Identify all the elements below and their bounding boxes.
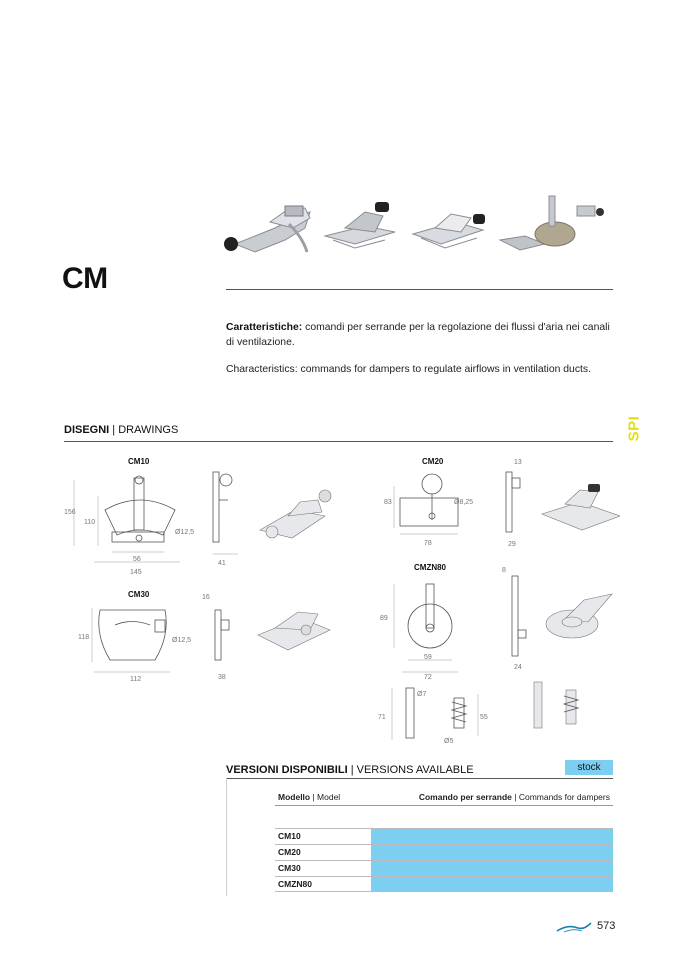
title-divider (226, 289, 613, 290)
row-model: CM30 (278, 863, 301, 873)
cm30-dim-16: 16 (202, 594, 210, 601)
row-availability-cell (371, 829, 613, 844)
cmzn80-dim-diameter-7: Ø7 (417, 691, 426, 698)
side-tab-label: SPI (625, 415, 643, 442)
drawing-cm10-side: 41 (212, 471, 238, 567)
table-body: CM10 CM20 CM30 CMZN80 (275, 828, 613, 892)
product-photo-cm10 (224, 205, 311, 253)
versions-table: Modello | Model Comando per serrande | C… (275, 792, 613, 892)
table-row: CMZN80 (275, 876, 613, 892)
row-availability-cell (371, 861, 613, 876)
row-availability-cell (371, 877, 613, 891)
page-title: CM (62, 262, 108, 295)
table-header: Modello | Model Comando per serrande | C… (275, 792, 613, 806)
description-italian-text: comandi per serrande per la regolazione … (226, 322, 610, 348)
row-availability-cell (371, 845, 613, 860)
drawings-title-bold: DISEGNI (64, 424, 110, 436)
table-row: CM10 (275, 828, 613, 844)
cm30-dim-118: 118 (78, 634, 89, 641)
description-english: Characteristics: commands for dampers to… (226, 362, 618, 377)
description-italian: Caratteristiche: comandi per serrande pe… (226, 320, 618, 350)
drawing-cmzn80-details: 71 Ø7 55 Ø5 (378, 681, 580, 745)
cm20-dim-diameter: Ø8,25 (454, 499, 473, 506)
side-tab: SPI (625, 414, 643, 444)
product-photo-cmzn80 (498, 195, 604, 251)
cmzn80-dim-89: 89 (380, 615, 388, 622)
product-photo-cm20 (323, 202, 396, 249)
drawing-cm30: CM30 118 Ø12,5 112 (78, 590, 191, 683)
cm10-dim-41: 41 (218, 560, 226, 567)
drawing-cmzn80: CMZN80 89 59 72 (380, 563, 458, 681)
cm10-dim-56: 56 (133, 556, 141, 563)
header-commands-rest: | Commands for dampers (511, 792, 610, 802)
cm10-dim-156: 156 (64, 509, 76, 516)
versions-divider (226, 778, 613, 779)
versions-title-rest: | VERSIONS AVAILABLE (347, 764, 474, 776)
cm30-dim-38: 38 (218, 674, 226, 681)
description-english-text: commands for dampers to regulate airflow… (297, 364, 591, 375)
versions-title-bold: VERSIONI DISPONIBILI (226, 764, 348, 776)
drawing-cm20-iso (541, 484, 620, 531)
cm10-dim-110: 110 (84, 519, 95, 526)
cm20-label: CM20 (422, 457, 444, 466)
row-model: CMZN80 (278, 879, 313, 889)
versions-section-title: VERSIONI DISPONIBILI | VERSIONS AVAILABL… (226, 764, 474, 776)
row-model: CM20 (278, 847, 301, 857)
cm10-dim-145: 145 (130, 569, 142, 576)
cm20-dim-29: 29 (508, 541, 516, 548)
drawings-divider (64, 441, 613, 442)
cm30-dim-diameter: Ø12,5 (172, 637, 191, 644)
drawing-cm10: CM10 156 110 Ø12,5 56 145 (64, 457, 194, 576)
drawing-cmzn80-side: 8 24 (502, 567, 527, 671)
drawing-cm30-side: 16 38 (202, 594, 230, 681)
drawings-section-title: DISEGNI | DRAWINGS (64, 424, 178, 436)
table-row: CM20 (275, 844, 613, 860)
cmzn80-dim-72: 72 (424, 674, 432, 681)
table-row: CM30 (275, 860, 613, 876)
drawing-cm30-iso (257, 611, 331, 651)
cmzn80-label: CMZN80 (414, 563, 447, 572)
product-photos (224, 195, 604, 253)
cmzn80-dim-diameter-5: Ø5 (444, 738, 453, 745)
versions-left-divider (226, 778, 227, 896)
description-italian-label: Caratteristiche: (226, 322, 303, 333)
drawings-title-rest: | DRAWINGS (109, 424, 179, 436)
cm20-dim-83: 83 (384, 499, 392, 506)
cmzn80-dim-55: 55 (480, 714, 488, 721)
drawing-cm20: CM20 83 Ø8,25 78 (384, 457, 473, 547)
header-model-bold: Modello (278, 792, 311, 802)
cm20-dim-13: 13 (514, 459, 522, 466)
cm20-dim-78: 78 (424, 540, 432, 547)
brand-logo-icon (556, 922, 592, 933)
stock-badge: stock (565, 760, 613, 775)
header-commands-bold: Comando per serrande (418, 792, 512, 802)
cmzn80-dim-8: 8 (502, 567, 506, 574)
row-model: CM10 (278, 831, 301, 841)
cm10-dim-diameter: Ø12,5 (175, 529, 194, 536)
cm10-label: CM10 (128, 457, 150, 466)
header-model-rest: | Model (310, 792, 341, 802)
technical-drawings: .ln { fill: none; stroke: #555; stroke-w… (64, 457, 620, 745)
description-english-label: Characteristics: (226, 364, 298, 375)
product-photo-cm30 (411, 213, 485, 249)
page-number: 573 (597, 920, 616, 932)
drawing-cm20-side: 13 29 (505, 459, 522, 548)
cmzn80-dim-59: 59 (424, 654, 432, 661)
cmzn80-dim-71: 71 (378, 714, 386, 721)
cm30-label: CM30 (128, 590, 150, 599)
drawing-cm10-iso (259, 489, 332, 539)
header-commands: Comando per serrande | Commands for damp… (419, 792, 610, 805)
cm30-dim-112: 112 (130, 676, 141, 683)
header-model: Modello | Model (278, 792, 340, 805)
drawing-cmzn80-iso (545, 593, 613, 639)
cmzn80-dim-24: 24 (514, 664, 522, 671)
